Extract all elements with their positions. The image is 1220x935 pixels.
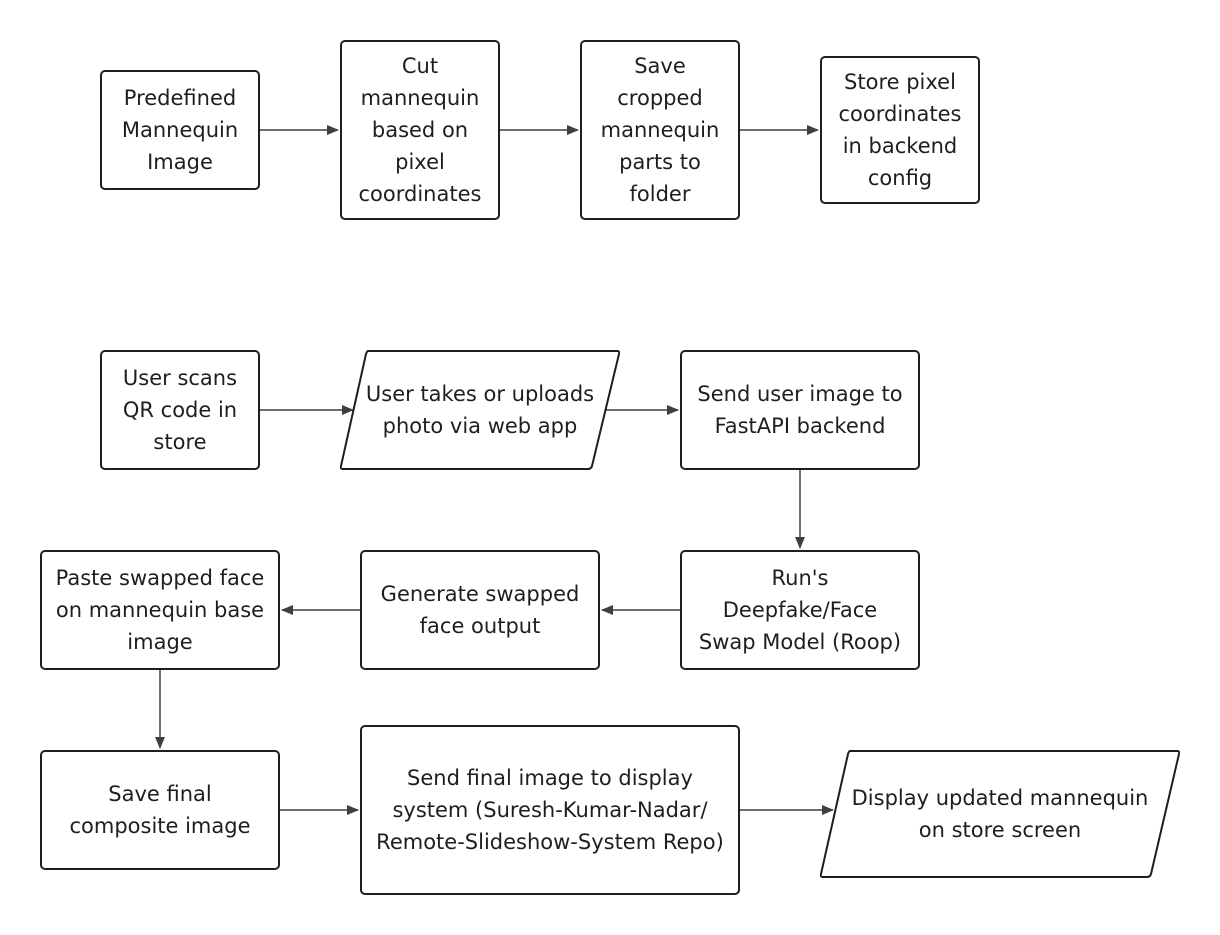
node-label: Send final image to display system (Sure… — [376, 766, 724, 854]
node-label: Run's Deepfake/Face Swap Model (Roop) — [698, 566, 902, 654]
node-label: Predefined Mannequin Image — [121, 86, 239, 174]
node-label: Paste swapped face on mannequin base ima… — [55, 566, 265, 654]
node-generate-swapped-face: Generate swapped face output — [360, 550, 600, 670]
node-label: Save cropped mannequin parts to folder — [600, 54, 720, 206]
node-store-pixel-coordinates: Store pixel coordinates in backend confi… — [820, 56, 980, 204]
node-cut-mannequin: Cut mannequin based on pixel coordinates — [340, 40, 500, 220]
node-send-to-display-system: Send final image to display system (Sure… — [360, 725, 740, 895]
node-save-cropped-parts: Save cropped mannequin parts to folder — [580, 40, 740, 220]
node-label: Generate swapped face output — [380, 582, 580, 638]
node-paste-swapped-face: Paste swapped face on mannequin base ima… — [40, 550, 280, 670]
parallelogram-shape — [820, 750, 1180, 878]
node-label: User scans QR code in store — [122, 366, 238, 454]
node-label: Send user image to FastAPI backend — [697, 382, 903, 438]
node-save-final-composite: Save final composite image — [40, 750, 280, 870]
parallelogram-shape — [340, 350, 620, 470]
node-user-uploads-photo: User takes or uploads photo via web app — [340, 350, 620, 470]
node-user-scans-qr: User scans QR code in store — [100, 350, 260, 470]
node-predefined-mannequin-image: Predefined Mannequin Image — [100, 70, 260, 190]
node-label: Display updated mannequin on store scree… — [851, 786, 1149, 842]
node-display-updated-mannequin: Display updated mannequin on store scree… — [820, 750, 1180, 878]
node-label: Store pixel coordinates in backend confi… — [838, 70, 962, 190]
node-run-deepfake-model: Run's Deepfake/Face Swap Model (Roop) — [680, 550, 920, 670]
node-label: Cut mannequin based on pixel coordinates — [358, 54, 482, 206]
node-label: User takes or uploads photo via web app — [365, 382, 595, 438]
node-label: Save final composite image — [69, 782, 251, 838]
node-send-to-fastapi: Send user image to FastAPI backend — [680, 350, 920, 470]
